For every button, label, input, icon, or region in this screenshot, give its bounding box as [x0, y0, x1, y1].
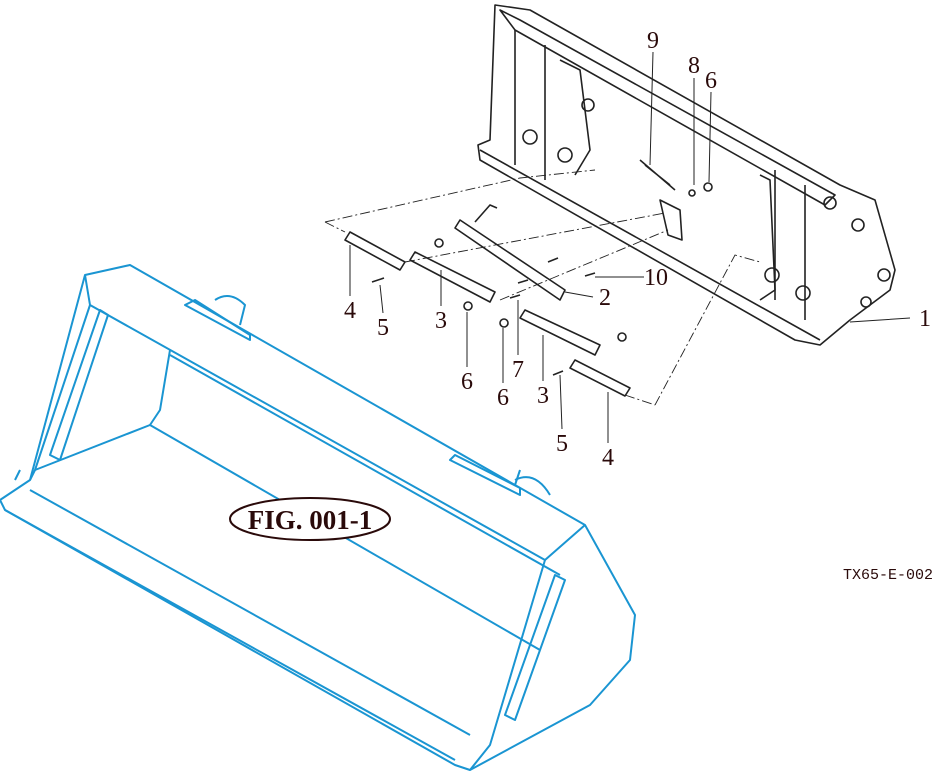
callouts: 9 8 6 10 2 1 4 5 3 6 7 6 3 5 4: [344, 28, 931, 471]
bucket-drawing: [0, 264, 636, 771]
figure-label[interactable]: FIG. 001-1: [229, 497, 391, 541]
spring-9: [639, 159, 676, 191]
callout-1: 1: [919, 306, 931, 332]
callout-4: 4: [344, 298, 356, 324]
callout-7: 7: [512, 357, 524, 383]
alignment-lines: [324, 169, 761, 406]
callout-4: 4: [602, 445, 614, 471]
callout-8: 8: [688, 53, 700, 79]
drawing-code: TX65-E-002: [843, 567, 933, 584]
pin-4-right: [569, 359, 631, 397]
leader-lines: [349, 51, 911, 443]
callout-2: 2: [599, 285, 611, 311]
pin-4-left: [344, 231, 406, 271]
frame-drawing: [477, 4, 896, 346]
link-3-right: [519, 309, 601, 356]
callout-9: 9: [647, 28, 659, 54]
callout-3: 3: [435, 308, 447, 334]
nuts: [434, 182, 713, 342]
callout-3: 3: [537, 383, 549, 409]
callout-10: 10: [644, 265, 668, 291]
callout-6: 6: [497, 385, 509, 411]
callout-6: 6: [705, 68, 717, 94]
bracket: [659, 199, 683, 241]
link-3-left: [409, 251, 496, 303]
callout-6: 6: [461, 369, 473, 395]
lever-2: [454, 219, 566, 301]
figure-label-text: FIG. 001-1: [248, 505, 373, 535]
callout-5: 5: [377, 315, 389, 341]
callout-5: 5: [556, 431, 568, 457]
bolts: [371, 257, 596, 376]
parts: [344, 159, 713, 397]
